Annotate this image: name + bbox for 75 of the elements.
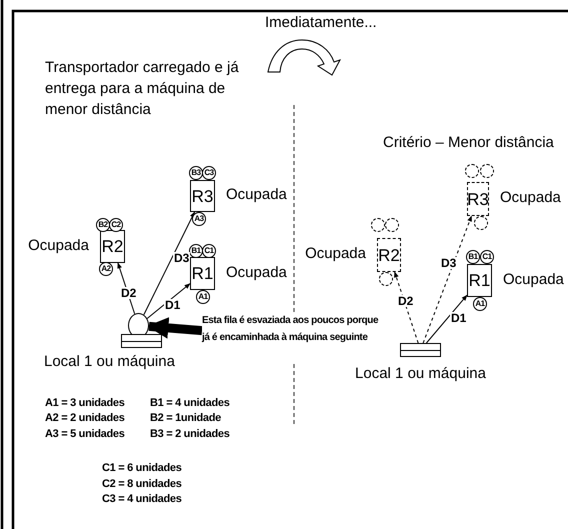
machine-box: [190, 180, 215, 212]
queue-label: B1: [191, 247, 201, 255]
queue-label: C1: [204, 247, 214, 255]
machine-box: [190, 257, 215, 290]
legend-text: B1 = 4 unidades: [150, 397, 230, 409]
queue-circle: [480, 250, 494, 264]
dashed-machine-box: [467, 182, 489, 216]
machine-platform: [400, 343, 441, 357]
queue-circle: [196, 290, 210, 304]
queue-circle: [202, 244, 216, 258]
queue-circle: [202, 166, 216, 180]
node-caption: Ocupada: [226, 187, 287, 204]
queue-circle: [96, 218, 110, 232]
node-caption: Ocupada: [28, 238, 89, 254]
queue-label: C2: [111, 221, 121, 229]
title-text: Imediatamente...: [265, 13, 377, 33]
edge-label: D2: [120, 287, 138, 299]
queue-label: C3: [204, 169, 214, 177]
queue-circle: [109, 218, 123, 232]
machine-box: [100, 230, 125, 263]
machine-label: R3: [192, 188, 214, 204]
platform-caption: Local 1 ou máquina: [44, 354, 175, 370]
dashed-circle: [371, 218, 385, 232]
edge-label: D1: [450, 312, 468, 324]
arrow: [143, 211, 196, 316]
machine-platform: [121, 334, 162, 348]
machine-label: R3: [467, 190, 489, 208]
dashed-circle: [465, 164, 479, 178]
node-caption: Local 1 ou máquina: [354, 366, 487, 382]
dashed-machine-box: [377, 238, 401, 272]
edge-label: D2: [397, 295, 414, 307]
queue-circle: [466, 250, 480, 264]
edge-label: D3: [440, 257, 458, 269]
edge-label: D1: [164, 299, 182, 311]
queue-circle: [189, 166, 203, 180]
machine-label: R2: [102, 238, 124, 255]
heading-text: Transportador carregado e já entrega para a máquina de menor distância: [45, 58, 240, 120]
dashed-circle: [474, 216, 488, 230]
node-caption: Ocupada: [305, 246, 366, 262]
node-caption: Ocupada: [226, 264, 287, 281]
queue-label: A3: [194, 215, 204, 223]
arrow: [394, 271, 419, 344]
queue-circle: [473, 297, 487, 311]
queue-label: A2: [101, 265, 111, 273]
legend-text: B2 = 1unidade: [150, 412, 221, 424]
machine-box: [467, 264, 492, 297]
edge-label: D3: [173, 252, 190, 264]
node-caption: Ocupada: [503, 272, 564, 288]
queue-circle: [189, 244, 203, 258]
queue-label: C1: [482, 253, 492, 261]
queue-circle: [192, 212, 206, 226]
node-caption: Ocupada: [500, 190, 561, 206]
queue-circle: [99, 262, 113, 276]
legend-text: C2 = 8 unidades: [102, 478, 182, 490]
queue-label: B3: [191, 169, 201, 177]
arrow: [426, 294, 468, 344]
dashed-circle: [480, 164, 494, 178]
queue-label: B1: [468, 253, 478, 261]
dashed-circle: [385, 218, 399, 232]
legend-text: A2 = 2 unidades: [45, 412, 125, 424]
queue-label: A1: [475, 300, 485, 308]
legend-text: B3 = 2 unidades: [150, 428, 230, 440]
thick-arrow: [146, 317, 202, 339]
legend-text: C1 = 6 unidades: [102, 462, 182, 474]
machine-label: R2: [378, 246, 400, 264]
arrow: [422, 215, 472, 344]
legend-text: A3 = 5 unidades: [45, 428, 125, 440]
queue-label: A1: [198, 293, 208, 301]
heading-text: Critério – Menor distância: [383, 133, 554, 153]
machine-label: R1: [192, 265, 214, 282]
dashed-circle: [379, 272, 393, 286]
machine-label: R1: [468, 272, 490, 289]
legend-text: A1 = 3 unidades: [45, 397, 125, 409]
legend-text: C3 = 4 unidades: [102, 493, 182, 505]
queue-label: B2: [98, 221, 108, 229]
